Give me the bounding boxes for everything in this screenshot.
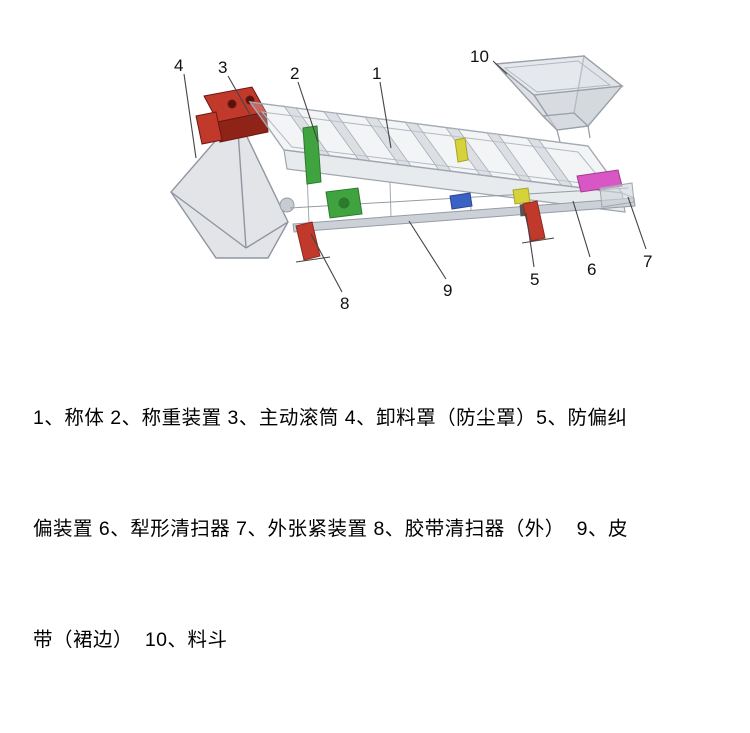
caption-line-2: 偏装置 6、犁形清扫器 7、外张紧装置 8、胶带清扫器（外） 9、皮 xyxy=(33,518,628,540)
label-10: 10 xyxy=(470,47,489,66)
blue-sensor-shape xyxy=(449,192,473,210)
label-7: 7 xyxy=(643,252,652,271)
label-2: 2 xyxy=(290,64,299,83)
part-number-labels: 1 2 3 4 5 6 7 8 9 10 xyxy=(174,47,652,313)
tension-device-shape xyxy=(599,182,635,208)
yellow-guide-shape xyxy=(454,137,469,163)
label-1: 1 xyxy=(372,64,381,83)
belt-weigher-diagram: 1 2 3 4 5 6 7 8 9 10 xyxy=(170,47,652,313)
diagram-stage: 1 2 3 4 5 6 7 8 9 10 1、称体 2、称重装置 3、主动滚筒 … xyxy=(33,47,652,651)
weighing-device-shape xyxy=(302,125,363,219)
label-3: 3 xyxy=(218,58,227,77)
hopper-shape xyxy=(494,54,624,143)
label-8: 8 xyxy=(340,294,349,313)
label-6: 6 xyxy=(587,260,596,279)
caption-line-1: 1、称体 2、称重装置 3、主动滚筒 4、卸料罩（防尘罩）5、防偏纠 xyxy=(33,407,628,429)
support-legs-shape xyxy=(295,200,555,263)
label-9: 9 xyxy=(443,281,452,300)
caption-line-3: 带（裙边） 10、料斗 xyxy=(33,629,228,651)
tail-roller-shape xyxy=(279,197,295,213)
parts-caption: 1、称体 2、称重装置 3、主动滚筒 4、卸料罩（防尘罩）5、防偏纠 偏装置 6… xyxy=(33,326,723,733)
label-4: 4 xyxy=(174,56,183,75)
label-5: 5 xyxy=(530,270,539,289)
anti-deviation-shape xyxy=(512,187,531,205)
drive-motor-shape xyxy=(195,86,269,145)
leader-lines xyxy=(183,60,647,293)
